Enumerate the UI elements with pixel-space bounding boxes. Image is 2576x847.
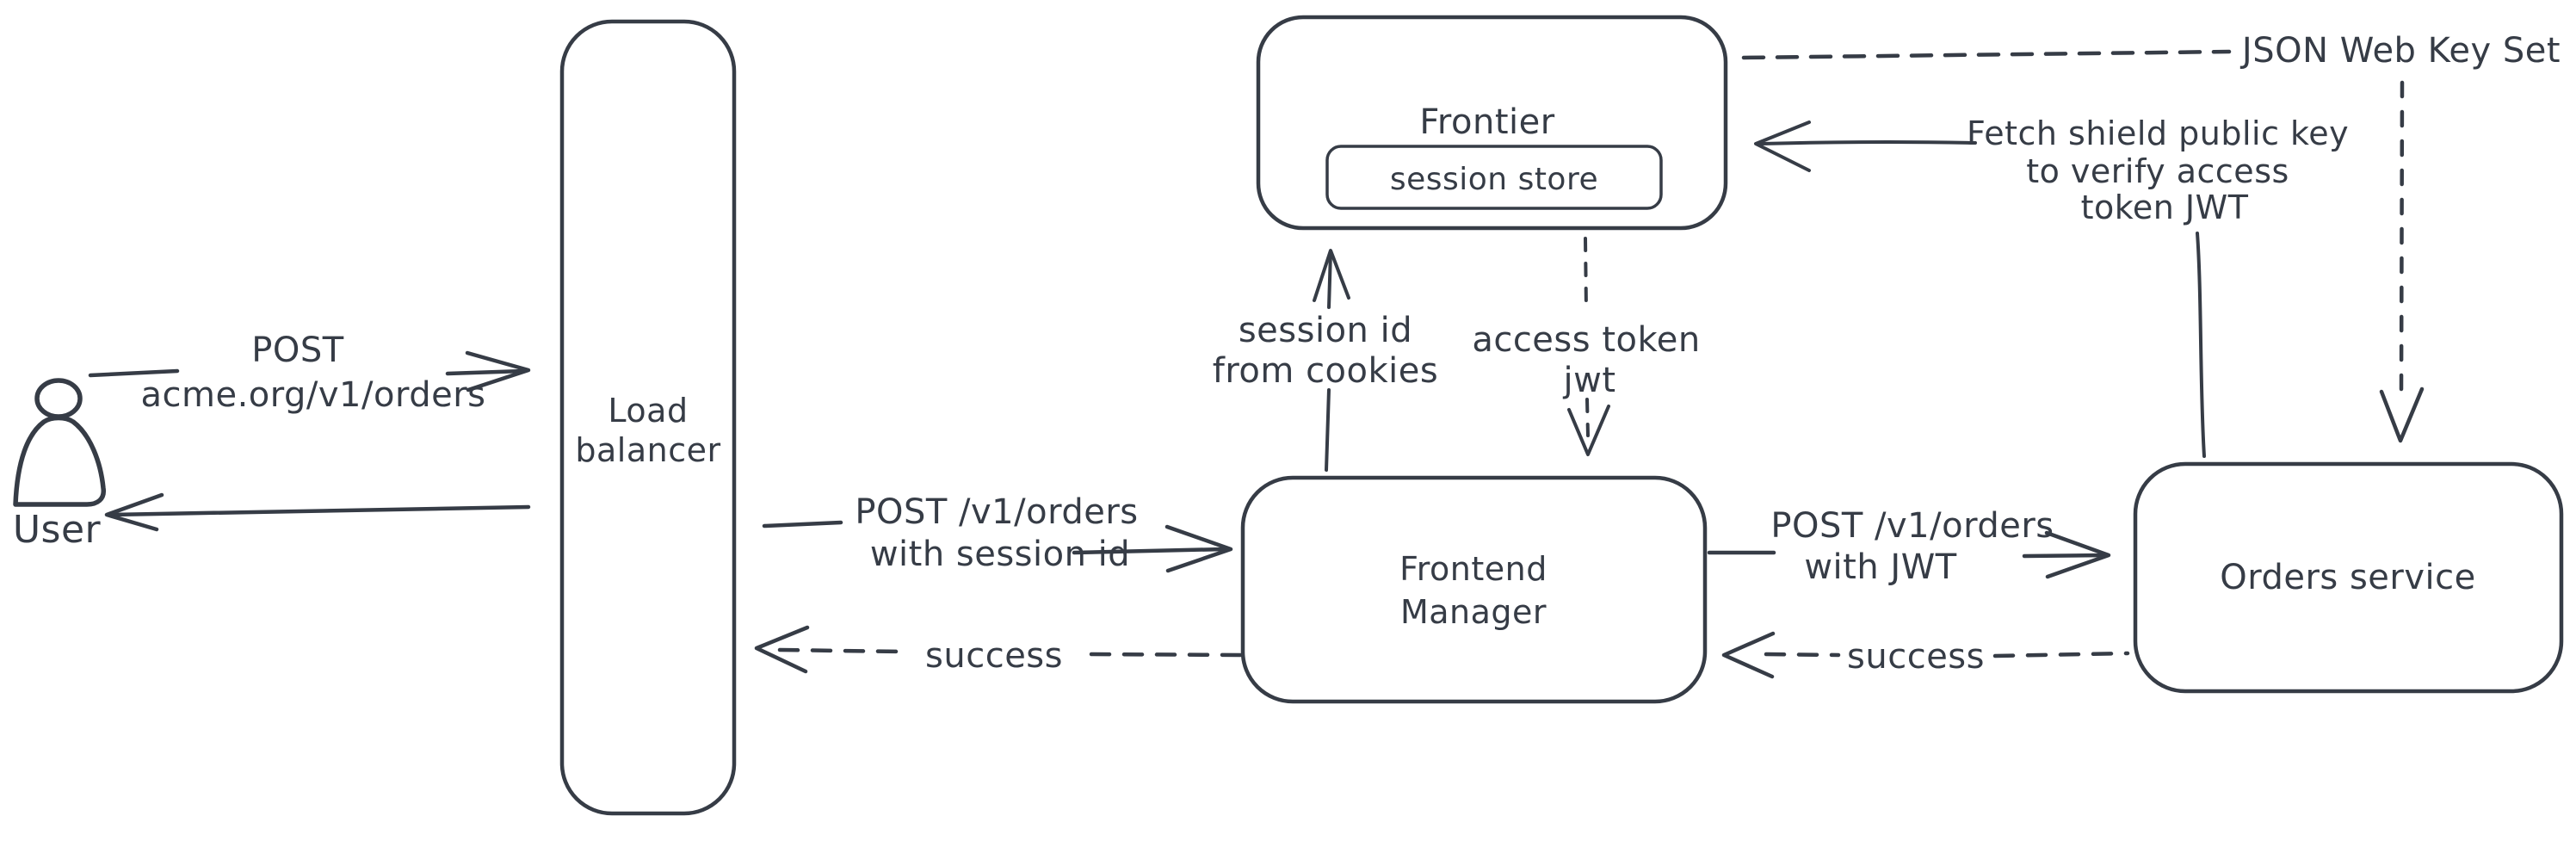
frontier-label: Frontier: [1419, 102, 1554, 142]
edge-label-line1: POST: [251, 331, 343, 370]
arrow-shaft: [445, 368, 526, 376]
edge-label-line1: POST /v1/orders: [855, 492, 1138, 532]
frontier-node: Frontier session store: [1256, 15, 1728, 231]
frontend-manager-label-line1: Frontend: [1399, 550, 1547, 588]
arrow-orders-service-to-frontend-manager-success: success: [1721, 631, 2130, 679]
arrow-shaft-lower: [1325, 388, 1331, 472]
edge-label-line1: session id: [1239, 311, 1412, 350]
arrowhead-right-icon: [1164, 524, 1233, 573]
arrow-shaft: [2022, 553, 2106, 559]
user-body-icon: [13, 415, 106, 507]
arrow-frontend-manager-to-load-balancer-success: success: [754, 625, 1247, 676]
edge-label-line1: POST /v1/orders: [1770, 506, 2054, 546]
user-head-icon: [34, 378, 83, 419]
arrow-load-balancer-to-user: [104, 492, 531, 532]
edge-label-line3: token JWT: [2081, 189, 2249, 226]
dashed-link-frontier-to-jwks: [1741, 49, 2232, 60]
arrowhead-left-icon: [1754, 121, 1811, 172]
arrowhead-right-icon: [465, 350, 531, 393]
load-balancer-node: Load balancer: [559, 19, 737, 816]
edge-label-line2: with JWT: [1804, 547, 1956, 587]
frontend-manager-node: Frontend Manager: [1240, 475, 1708, 704]
dashed-shaft-left: [1764, 652, 1841, 658]
load-balancer-box: [559, 19, 737, 816]
load-balancer-label-line1: Load: [608, 392, 688, 430]
edge-label-line2: jwt: [1562, 361, 1615, 400]
edge-label-line2: acme.org/v1/orders: [141, 375, 486, 415]
edge-label-line1: Fetch shield public key: [1967, 114, 2349, 152]
dashed-shaft-right: [1992, 651, 2130, 658]
dashed-shaft-right: [1089, 652, 1247, 658]
arrowhead-down-icon: [2379, 386, 2425, 443]
user-label: User: [13, 508, 102, 552]
arrowhead-up-icon: [1313, 249, 1350, 302]
orders-service-node: Orders service: [2133, 461, 2564, 694]
arrow-frontier-to-frontend-manager: access token jwt: [1472, 237, 1700, 456]
arrowhead-down-icon: [1567, 405, 1610, 456]
user-actor: User: [13, 378, 106, 552]
arrow-tail: [762, 520, 843, 529]
arrow-shaft-horizontal: [1759, 139, 1977, 145]
dashed-shaft-upper: [1584, 237, 1588, 312]
dashed-shaft-left: [777, 647, 903, 654]
edge-label-line2: from cookies: [1213, 351, 1438, 391]
arrow-load-balancer-to-frontend-manager: POST /v1/orders with session id: [762, 492, 1233, 574]
session-store-box: [1325, 145, 1663, 210]
load-balancer-label-line2: balancer: [575, 431, 720, 469]
frontend-manager-box: [1240, 475, 1708, 704]
jwks-annotation: JSON Web Key Set: [1741, 31, 2561, 443]
edge-label-success: success: [925, 636, 1063, 676]
arrow-user-to-load-balancer: POST acme.org/v1/orders: [88, 331, 531, 415]
orders-service-label: Orders service: [2220, 558, 2476, 597]
arrow-frontend-manager-to-frontier: session id from cookies: [1213, 249, 1438, 472]
arrow-tail: [88, 368, 180, 378]
dashed-shaft-lower: [1585, 398, 1590, 437]
edge-label-success: success: [1847, 637, 1985, 677]
edge-label-line1: access token: [1472, 320, 1700, 360]
frontend-manager-label-line2: Manager: [1400, 593, 1547, 631]
edge-label-line2: with session id: [870, 535, 1130, 574]
orders-service-box: [2133, 461, 2564, 694]
arrow-shaft: [109, 504, 531, 517]
session-store-label: session store: [1390, 162, 1598, 197]
arrow-shaft-vertical: [2196, 232, 2206, 458]
arrowhead-left-icon: [754, 625, 810, 674]
arrowhead-left-icon: [104, 492, 164, 532]
arrow-orders-service-to-frontier-fetch-key: Fetch shield public key to verify access…: [1754, 114, 2349, 458]
arrow-shaft-upper: [1327, 250, 1332, 309]
dashed-shaft-jwks-to-orders: [2399, 80, 2405, 392]
jwks-label: JSON Web Key Set: [2239, 31, 2561, 71]
arrowhead-left-icon: [1721, 631, 1776, 679]
arrow-frontend-manager-to-orders-service: POST /v1/orders with JWT: [1707, 506, 2111, 587]
arrow-shaft: [1072, 547, 1226, 555]
edge-label-line2: to verify access: [2026, 152, 2289, 190]
arrowhead-right-icon: [2044, 530, 2111, 579]
